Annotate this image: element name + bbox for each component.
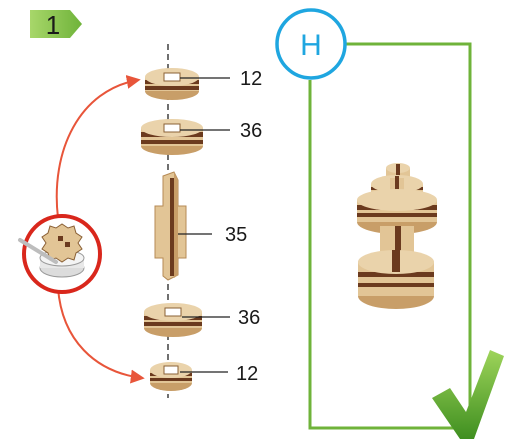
part-label-36-bottom: 36 xyxy=(238,307,260,329)
glue-cup-icon xyxy=(18,214,102,294)
part-label-12-bottom: 12 xyxy=(236,363,258,385)
part-disc-small-top: 12 xyxy=(145,68,262,100)
part-label-35: 35 xyxy=(225,224,247,246)
glue-arrow-top xyxy=(55,75,141,219)
subassembly-badge xyxy=(275,8,347,80)
part-label-36-top: 36 xyxy=(240,120,262,142)
checkmark-icon xyxy=(432,350,504,439)
part-label-12-top: 12 xyxy=(240,68,262,90)
subassembly-letter: H xyxy=(300,29,322,62)
part-disc-large-top: 36 xyxy=(141,119,262,155)
glue-arrow-bottom xyxy=(57,287,145,384)
assembled-part-h xyxy=(357,163,437,309)
step-number: 1 xyxy=(46,10,60,40)
part-disc-large-bottom: 36 xyxy=(144,303,260,337)
step-badge: 1 xyxy=(30,10,82,40)
part-disc-small-bottom: 12 xyxy=(150,362,258,391)
part-axle: 35 xyxy=(154,171,247,281)
